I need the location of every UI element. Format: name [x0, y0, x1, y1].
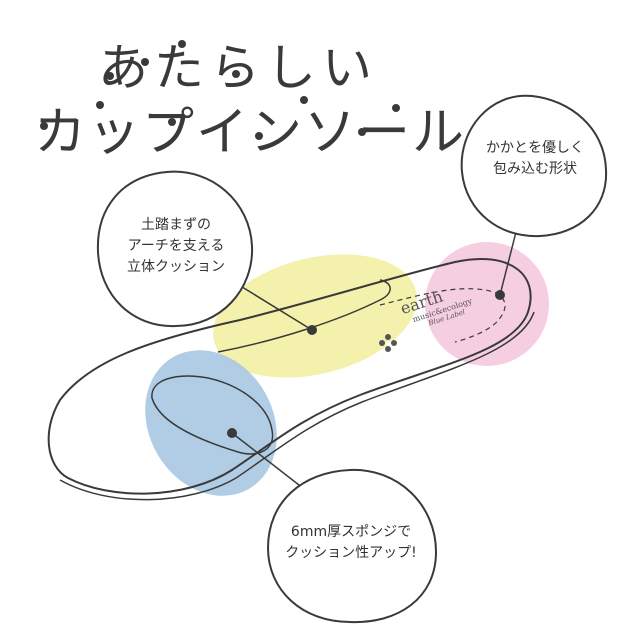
pointer-dot-forefoot [227, 428, 237, 438]
callout-heel-line-2: 包み込む形状 [493, 161, 577, 177]
decor-dot [40, 122, 48, 130]
callout-arch-line-1: 土踏まずの [141, 217, 211, 233]
leader-line-forefoot [231, 432, 309, 493]
brand-flower-icon [379, 334, 397, 352]
callout-bubble-forefoot [266, 468, 438, 624]
headline: あたらしい カップインソール [0, 0, 640, 163]
callout-forefoot-line-1: 6mm厚スポンジで [290, 524, 412, 540]
pointer-dot-heel [495, 290, 505, 300]
callout-bubble-heel [460, 94, 608, 238]
decor-dot [255, 132, 263, 140]
callout-text-forefoot: 6mm厚スポンジで クッション性アップ! [276, 522, 426, 564]
leader-line-heel [499, 231, 517, 296]
callout-forefoot-line-2: クッション性アップ! [285, 545, 417, 561]
insole-sole-edge [59, 311, 535, 501]
callout-text-heel: かかとを優しく 包み込む形状 [470, 138, 600, 180]
decor-dot [232, 70, 240, 78]
decor-dot [358, 128, 366, 136]
decor-dot [141, 58, 149, 66]
decor-dot [300, 96, 308, 104]
callout-text-arch: 土踏まずの アーチを支える 立体クッション [106, 215, 246, 278]
pointer-dot-arch [307, 325, 317, 335]
headline-line-1: あたらしい [98, 39, 378, 97]
callout-arch-line-3: 立体クッション [127, 259, 225, 275]
decor-dot [178, 40, 186, 48]
callout-bubble-arch [96, 170, 254, 328]
headline-line-2: カップインソール [34, 103, 467, 163]
decor-dot [96, 101, 104, 109]
leader-line-arch [233, 281, 313, 331]
forefoot-zone [145, 350, 277, 496]
callout-arch-line-2: アーチを支える [127, 238, 225, 254]
decor-dot [392, 104, 400, 112]
forefoot-pad-contour [151, 375, 274, 455]
arch-contour [217, 279, 391, 353]
insole-outline [47, 257, 532, 495]
callout-heel-line-1: かかとを優しく [486, 140, 584, 156]
decor-dot [106, 72, 114, 80]
decor-dot [168, 118, 176, 126]
